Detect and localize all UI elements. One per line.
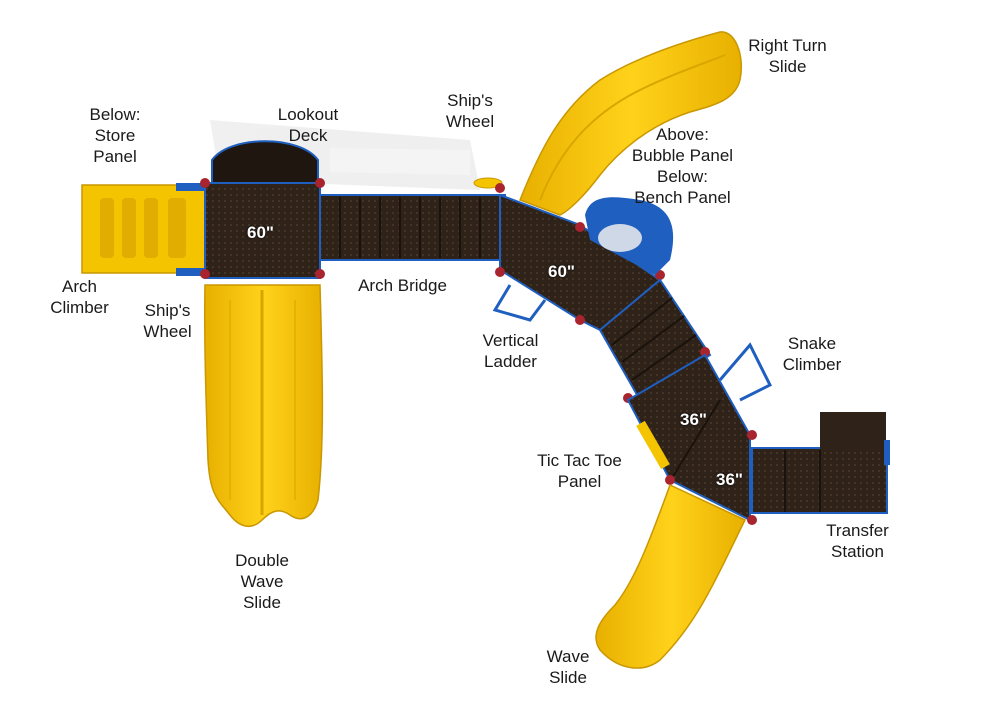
label-line: Slide <box>768 57 807 76</box>
label-line: Climber <box>782 355 842 374</box>
label-line: Station <box>831 542 884 561</box>
label-line: Panel <box>557 472 602 491</box>
label-snake-climber: Snake Climber <box>772 333 852 375</box>
label-right-turn-slide: Right Turn Slide <box>735 35 840 77</box>
label-ships-wheel-top: Ship's Wheel <box>430 90 510 132</box>
label-tic-tac-toe: Tic Tac Toe Panel <box>522 450 637 492</box>
label-lookout-deck: Lookout Deck <box>268 104 348 146</box>
arch-bridge <box>319 194 506 261</box>
label-line: Ship's <box>447 91 493 110</box>
label-line: Slide <box>243 593 281 612</box>
label-line: Wheel <box>445 112 495 131</box>
label-line: Below: <box>656 167 709 186</box>
label-line: Wave <box>546 647 590 666</box>
double-wave-slide <box>203 284 324 527</box>
label-line: Above: <box>656 125 709 144</box>
label-wave-slide: Wave Slide <box>528 646 608 688</box>
label-line: Wheel <box>143 322 192 341</box>
ships-wheel-top <box>473 177 503 189</box>
label-line: Lookout <box>277 105 339 124</box>
vertical-ladder <box>492 284 547 322</box>
label-bubble-bench: Above: Bubble Panel Below: Bench Panel <box>620 124 745 208</box>
label-line: Climber <box>50 298 109 317</box>
middle-deck-height: 60" <box>548 262 575 281</box>
lower-deck-height-b: 36" <box>716 470 743 489</box>
label-line: Bench Panel <box>634 188 731 207</box>
label-line: Ship's <box>144 301 191 320</box>
label-line: Vertical <box>482 331 539 350</box>
lower-deck-height-a: 36" <box>680 410 707 429</box>
label-line: Tic Tac Toe <box>537 451 622 470</box>
label-line: Panel <box>93 147 137 166</box>
label-line: Transfer <box>826 521 889 540</box>
label-line: Store <box>94 126 136 145</box>
label-arch-bridge: Arch Bridge <box>345 275 460 296</box>
label-double-wave-slide: Double Wave Slide <box>222 550 302 613</box>
label-line: Ladder <box>484 352 537 371</box>
wave-slide <box>595 483 747 669</box>
label-line: Wave <box>240 572 284 591</box>
label-line: Slide <box>549 668 587 687</box>
right-turn-slide <box>519 31 742 216</box>
store-panel <box>81 183 208 276</box>
snake-climber <box>718 342 773 402</box>
label-line: Deck <box>288 126 328 145</box>
transfer-station <box>751 412 890 514</box>
label-line: Arch <box>62 277 97 296</box>
label-line: Right Turn <box>748 36 827 55</box>
left-deck <box>200 140 325 279</box>
label-arch-climber: Arch Climber <box>42 276 117 318</box>
label-vertical-ladder: Vertical Ladder <box>468 330 553 372</box>
label-line: Bubble Panel <box>631 146 734 165</box>
label-line: Arch Bridge <box>358 276 447 295</box>
label-transfer-station: Transfer Station <box>815 520 900 562</box>
lower-deck <box>626 353 757 525</box>
label-line: Snake <box>787 334 837 353</box>
label-line: Double <box>235 551 289 570</box>
label-ships-wheel-left: Ship's Wheel <box>130 300 205 342</box>
left-deck-height: 60" <box>247 223 274 242</box>
label-store-panel: Below: Store Panel <box>75 104 155 167</box>
tic-tac-toe-panel <box>636 420 670 470</box>
label-line: Below: <box>89 105 141 124</box>
bubble-panel <box>585 197 674 275</box>
